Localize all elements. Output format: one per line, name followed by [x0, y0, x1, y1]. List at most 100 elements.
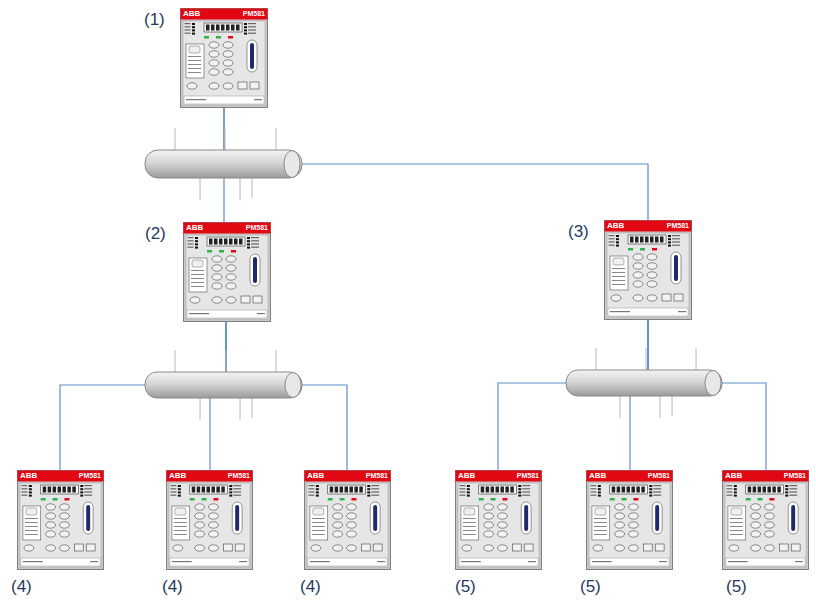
- led-marking: [185, 26, 191, 27]
- module-illustration: [586, 470, 673, 570]
- reset-key: [643, 544, 652, 551]
- battery-symbol: [613, 258, 624, 265]
- reset-key: [791, 544, 800, 551]
- module-body: [166, 471, 252, 570]
- led-marking: [308, 485, 314, 486]
- module-header-text: ABBPM581: [17, 470, 104, 481]
- status-led: [192, 23, 195, 25]
- led-marking: [308, 495, 314, 496]
- key-button: [212, 274, 222, 280]
- led-marking: [789, 488, 797, 489]
- status-led: [467, 491, 470, 493]
- key-button: [751, 504, 761, 510]
- card-slot-inner: [250, 43, 254, 69]
- warning-marking: [188, 72, 201, 73]
- err-led: [351, 498, 356, 501]
- brand-name: ABB: [458, 470, 475, 481]
- key-button: [765, 531, 775, 537]
- module-illustration: [304, 470, 391, 570]
- key-button: [226, 256, 236, 262]
- display-digit: [631, 487, 634, 493]
- status-led: [244, 33, 247, 35]
- module-footer: [184, 96, 264, 104]
- status-led: [178, 491, 181, 493]
- plc-cpu-module: (4)ABBPM581: [17, 470, 104, 570]
- led-marking: [84, 495, 92, 496]
- footer-marking: [728, 561, 748, 562]
- bus-pipe: [145, 150, 302, 178]
- status-led: [229, 495, 232, 497]
- display-digit: [758, 487, 761, 493]
- module-body: [586, 471, 672, 570]
- key-button: [615, 513, 625, 519]
- module-footer: [459, 558, 538, 566]
- led-marking: [789, 485, 797, 486]
- battery-warning: [186, 44, 204, 78]
- status-led: [785, 491, 788, 493]
- warning-marking: [25, 534, 38, 535]
- led-marking: [609, 245, 615, 246]
- display-digit: [486, 487, 489, 493]
- status-led: [195, 247, 198, 249]
- key-button: [333, 531, 343, 537]
- warning-marking: [312, 534, 325, 535]
- module-header: [605, 221, 692, 232]
- status-led: [518, 491, 521, 493]
- module-display: [190, 485, 228, 494]
- status-led: [29, 495, 32, 497]
- key-button: [223, 69, 233, 75]
- led-marking: [170, 491, 176, 492]
- display-digit: [748, 487, 751, 493]
- warning-marking: [188, 60, 201, 61]
- module-illustration: [722, 470, 809, 570]
- key-button: [195, 504, 205, 510]
- plc-cpu-module: (5)ABBPM581: [722, 470, 809, 570]
- footer-marking: [678, 311, 686, 312]
- warning-marking: [612, 268, 625, 269]
- display-digit: [43, 487, 46, 493]
- led-marking: [789, 491, 797, 492]
- module-illustration: [180, 8, 268, 108]
- status-led: [80, 485, 83, 487]
- module-header-text: ABBPM581: [604, 220, 692, 231]
- module-panel: [20, 483, 101, 567]
- key-button: [615, 531, 625, 537]
- plc-cpu-module: (2)ABBPM581: [183, 222, 271, 322]
- status-led: [598, 495, 601, 497]
- module-header-text: ABBPM581: [722, 470, 809, 481]
- key-button: [209, 504, 219, 510]
- reset-key: [74, 544, 83, 551]
- callout-number: (3): [568, 222, 589, 242]
- key-button: [347, 531, 357, 537]
- module-display: [41, 485, 79, 494]
- status-led: [195, 240, 198, 242]
- status-led: [734, 488, 737, 490]
- warning-marking: [174, 534, 187, 535]
- key-button: [633, 281, 643, 287]
- key-button: [209, 69, 219, 75]
- status-led: [785, 495, 788, 497]
- led-marking: [188, 243, 194, 244]
- pwr-led: [207, 250, 212, 253]
- display-digit: [58, 487, 61, 493]
- display-digit: [62, 487, 65, 493]
- display-digit: [505, 487, 508, 493]
- led-marking: [170, 488, 176, 489]
- model-name: PM581: [667, 220, 689, 231]
- footer-marking: [592, 561, 612, 562]
- card-slot-inner: [655, 505, 659, 531]
- err-led: [213, 498, 218, 501]
- key-button: [226, 297, 236, 303]
- plc-cpu-module: (4)ABBPM581: [304, 470, 391, 570]
- status-led: [598, 485, 601, 487]
- reset-key: [241, 296, 250, 303]
- led-marking: [233, 488, 241, 489]
- led-marking: [522, 495, 530, 496]
- module-footer: [308, 558, 387, 566]
- callout-number: (4): [300, 577, 321, 597]
- display-digit: [354, 487, 357, 493]
- model-name: PM581: [79, 470, 101, 481]
- module-illustration: [604, 220, 692, 320]
- led-marking: [21, 491, 27, 492]
- key-button: [633, 254, 643, 260]
